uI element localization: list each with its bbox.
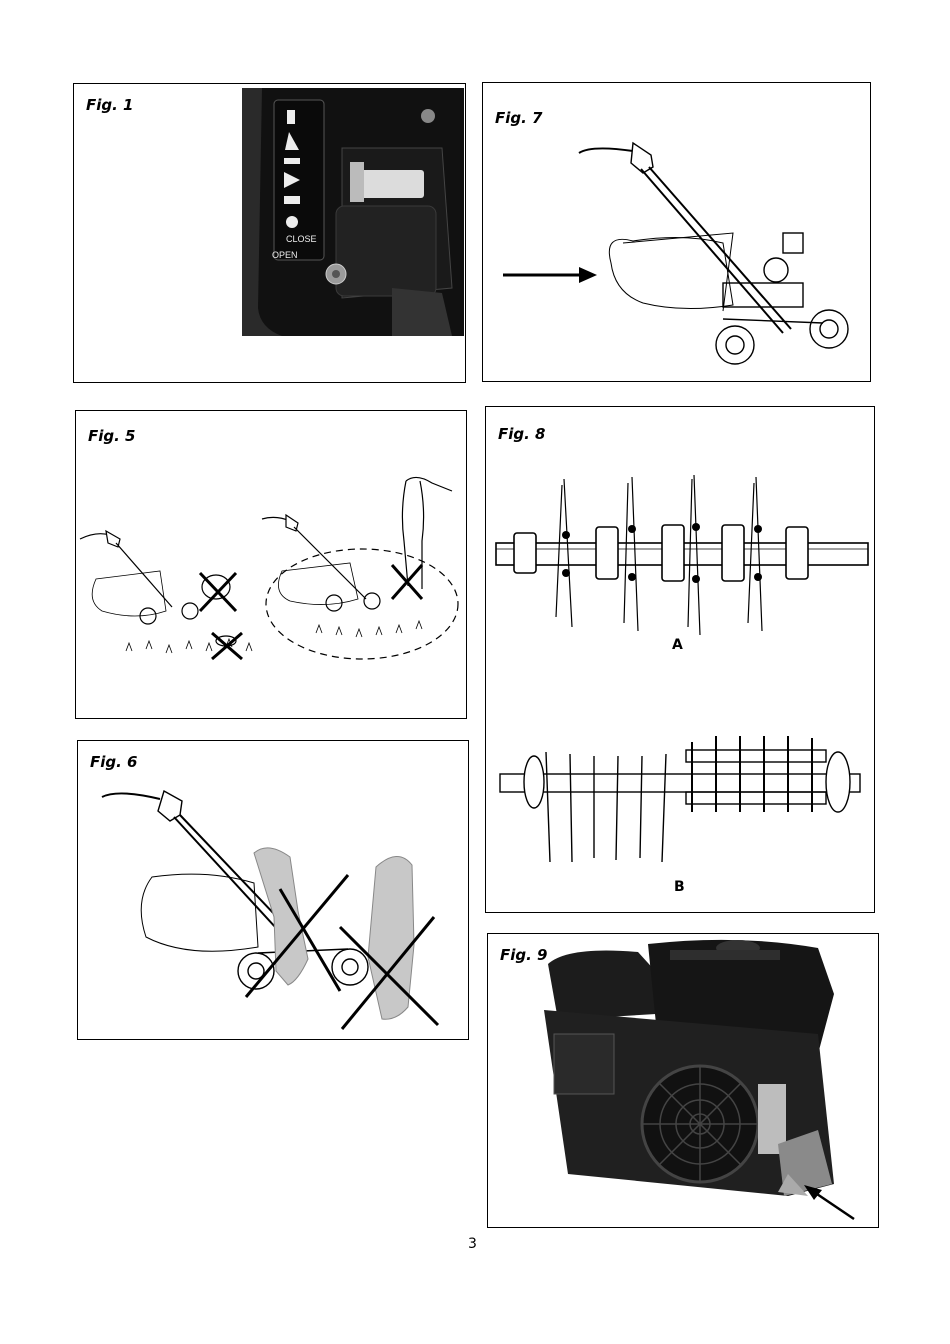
figure-8-sub-b-label: B (674, 879, 685, 895)
figure-8-sub-a-label: A (672, 637, 683, 653)
figure-6-panel: Fig. 6 (77, 740, 469, 1040)
scarifier-blade-rotor-drawing (486, 467, 875, 697)
aerator-tine-rotor-drawing (486, 712, 875, 882)
figure-9-panel: Fig. 9 (487, 933, 879, 1228)
page-number: 3 (468, 1236, 477, 1252)
engine-photo (488, 934, 879, 1228)
figure-8-label: Fig. 8 (498, 425, 545, 443)
figure-7-panel: Fig. 7 (482, 82, 871, 382)
hands-feet-warning-drawing (78, 741, 469, 1040)
figure-1-panel: Fig. 1 CLOSE OPEN (73, 83, 466, 383)
engine-control-photo: CLOSE OPEN (242, 88, 464, 336)
safety-zone-drawing (76, 411, 467, 719)
scarifier-transport-drawing (483, 83, 871, 382)
figure-5-panel: Fig. 5 (75, 410, 467, 719)
open-label: OPEN (272, 250, 298, 260)
figure-8-panel: Fig. 8 A B (485, 406, 875, 913)
figure-1-label: Fig. 1 (86, 96, 133, 114)
close-label: CLOSE (286, 234, 317, 244)
